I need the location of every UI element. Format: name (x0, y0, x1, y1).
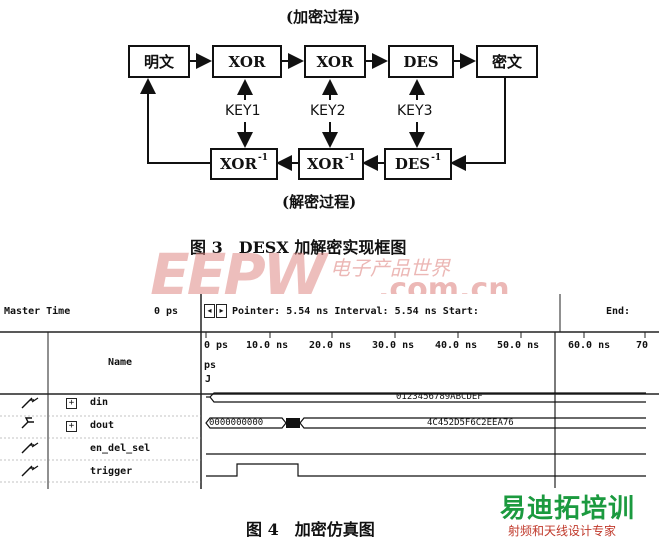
des-inverse-sup: -1 (431, 153, 442, 163)
signal-name-trigger[interactable]: trigger (90, 466, 133, 477)
master-time-value: 0 ps (154, 306, 179, 317)
scroll-right-button[interactable]: ▸ (216, 304, 227, 318)
xor-inverse1-box: XOR-1 (210, 148, 278, 180)
dout-value-right: 4C452D5F6C2EEA76 (427, 418, 514, 428)
time-tick-7: 70 (636, 340, 649, 351)
time-tick-3: 30.0 ns (372, 340, 415, 351)
pointer-readout: Pointer: 5.54 ns Interval: 5.54 ns Start… (232, 306, 479, 317)
eepw-cn-text: 电子产品世界 (330, 256, 450, 280)
signal-name-dout[interactable]: dout (90, 420, 115, 431)
key3-label: KEY3 (397, 103, 433, 119)
master-time-label: Master Time (4, 306, 71, 317)
xor-inverse2-box: XOR-1 (298, 148, 364, 180)
pointer-label: Pointer: (232, 306, 281, 317)
din-expand-toggle[interactable]: + (66, 398, 77, 409)
input-pin-icon (21, 397, 39, 409)
input-pin-icon (21, 465, 39, 477)
plaintext-box: 明文 (128, 45, 190, 78)
signal-name-en-del-sel[interactable]: en_del_sel (90, 443, 151, 454)
time-tick-4: 40.0 ns (435, 340, 478, 351)
time-tick-1: 10.0 ns (246, 340, 289, 351)
key2-label: KEY2 (310, 103, 346, 119)
simulator-grid (0, 294, 659, 489)
encrypt-process-caption: (加密过程) (286, 8, 361, 26)
name-column-header: Name (108, 357, 133, 368)
interval-label: Interval: (334, 306, 389, 317)
des-inverse-box: DES-1 (384, 148, 452, 180)
xor1-box: XOR (212, 45, 282, 78)
xor2-box: XOR (304, 45, 366, 78)
simulation-window: Master Time 0 ps ◂ ▸ Pointer: 5.54 ns In… (0, 294, 659, 514)
time-tick-5: 50.0 ns (497, 340, 540, 351)
output-pin-icon (21, 417, 34, 429)
xor-inverse1-sup: -1 (257, 153, 268, 163)
dout-transition-block (286, 418, 300, 428)
figure4-caption: 图 4 加密仿真图 (246, 520, 375, 539)
signal-name-din[interactable]: din (90, 397, 109, 408)
footer-watermark-subtitle: 射频和天线设计专家 (508, 524, 617, 538)
time-tick-6: 60.0 ns (568, 340, 611, 351)
time-tick-0: 0 ps (204, 340, 229, 351)
des-inverse-base: DES (394, 155, 431, 173)
key1-label: KEY1 (225, 103, 261, 119)
pointer-value: 5.54 ns (286, 306, 329, 317)
start-label: Start: (442, 306, 479, 317)
din-value: 0123456789ABCDEF (396, 392, 483, 402)
trigger-waveform (206, 463, 646, 477)
diagram-connectors (140, 53, 506, 171)
dout-expand-toggle[interactable]: + (66, 421, 77, 432)
xor-inverse2-base: XOR (307, 155, 344, 173)
arrow-xorinv1-to-plaintext (140, 78, 210, 164)
decrypt-process-caption: (解密过程) (282, 193, 357, 211)
des-box: DES (388, 45, 454, 78)
end-label: End: (606, 306, 631, 317)
dout-value-left: 0000000000 (209, 418, 264, 428)
ps-marker: ps (204, 360, 217, 371)
interval-value: 5.54 ns (394, 306, 437, 317)
time-tick-2: 20.0 ns (309, 340, 352, 351)
ps-marker-bracket: J (205, 374, 212, 385)
input-pin-icon (21, 442, 39, 454)
arrow-ciphertext-to-desinv (450, 78, 506, 171)
dout-waveform-right (299, 417, 646, 429)
figure3-caption: 图 3 DESX 加解密实现框图 (190, 238, 407, 257)
scroll-left-button[interactable]: ◂ (204, 304, 215, 318)
xor-inverse1-base: XOR (220, 155, 257, 173)
xor-inverse2-sup: -1 (344, 153, 355, 163)
ciphertext-box: 密文 (476, 45, 538, 78)
din-waveform (209, 392, 646, 403)
footer-watermark: 易迪拓培训 射频和天线设计专家 (492, 488, 659, 543)
footer-watermark-title: 易迪拓培训 (500, 494, 636, 524)
